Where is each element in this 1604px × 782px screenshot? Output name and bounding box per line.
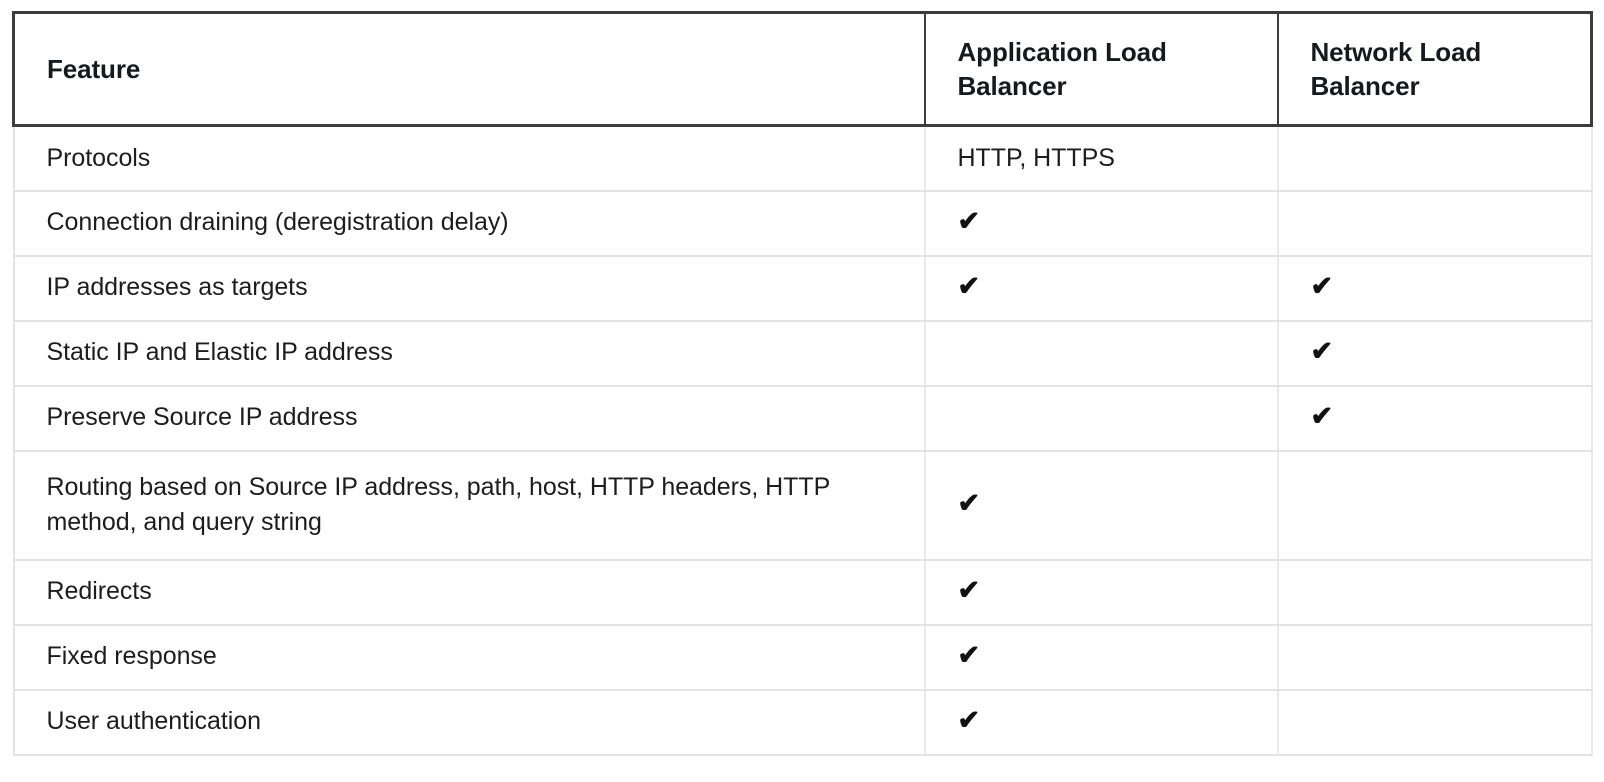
cell-application-load-balancer-text: HTTP, HTTPS <box>957 143 1115 172</box>
table-row: Protocols HTTP, HTTPS <box>12 125 1593 192</box>
cell-feature: Routing based on Source IP address, path… <box>12 450 926 561</box>
cell-network-load-balancer <box>1277 190 1593 257</box>
check-icon: ✔ <box>1310 401 1334 432</box>
cell-network-load-balancer <box>1277 125 1593 192</box>
table-row: IP addresses as targets ✔ ✔ <box>12 255 1593 322</box>
column-header-feature: Feature <box>12 11 926 127</box>
column-header-nlb-label: Network Load Balancer <box>1310 36 1482 101</box>
load-balancer-comparison-table: Feature Application Load Balancer Networ… <box>12 11 1593 756</box>
comparison-table-container: Feature Application Load Balancer Networ… <box>12 11 1593 756</box>
check-icon: ✔ <box>957 640 981 671</box>
cell-feature-text: IP addresses as targets <box>46 273 308 302</box>
check-icon: ✔ <box>1310 271 1334 302</box>
table-row: Routing based on Source IP address, path… <box>12 450 1593 561</box>
cell-feature: Protocols <box>12 125 926 192</box>
cell-feature-text: User authentication <box>46 707 262 736</box>
table-header-row: Feature Application Load Balancer Networ… <box>12 11 1593 127</box>
cell-feature: Redirects <box>12 559 926 626</box>
cell-feature: Preserve Source IP address <box>12 385 926 452</box>
cell-application-load-balancer <box>924 385 1279 452</box>
cell-feature-text: Static IP and Elastic IP address <box>46 338 393 367</box>
column-header-application-load-balancer: Application Load Balancer <box>924 11 1279 127</box>
cell-feature: IP addresses as targets <box>12 255 926 322</box>
check-icon: ✔ <box>957 206 981 237</box>
cell-application-load-balancer: ✔ <box>924 190 1279 257</box>
cell-feature: Connection draining (deregistration dela… <box>12 190 926 257</box>
cell-application-load-balancer: ✔ <box>924 450 1279 561</box>
check-icon: ✔ <box>957 705 981 736</box>
cell-network-load-balancer: ✔ <box>1277 385 1593 452</box>
cell-application-load-balancer: ✔ <box>924 624 1279 691</box>
cell-application-load-balancer: HTTP, HTTPS <box>924 125 1279 192</box>
cell-feature: User authentication <box>12 689 926 756</box>
cell-feature: Static IP and Elastic IP address <box>12 320 926 387</box>
cell-network-load-balancer <box>1277 450 1593 561</box>
cell-application-load-balancer: ✔ <box>924 255 1279 322</box>
table-row: Fixed response ✔ <box>12 624 1593 691</box>
cell-feature: Fixed response <box>12 624 926 691</box>
table-header: Feature Application Load Balancer Networ… <box>12 11 1593 127</box>
cell-network-load-balancer <box>1277 559 1593 626</box>
cell-application-load-balancer <box>924 320 1279 387</box>
cell-application-load-balancer: ✔ <box>924 559 1279 626</box>
cell-feature-text: Routing based on Source IP address, path… <box>46 472 830 537</box>
check-icon: ✔ <box>1310 336 1334 367</box>
column-header-network-load-balancer: Network Load Balancer <box>1277 11 1593 127</box>
check-icon: ✔ <box>957 488 981 519</box>
column-header-feature-label: Feature <box>47 53 141 84</box>
cell-network-load-balancer <box>1277 624 1593 691</box>
table-row: Redirects ✔ <box>12 559 1593 626</box>
cell-network-load-balancer <box>1277 689 1593 756</box>
cell-feature-text: Preserve Source IP address <box>46 403 358 432</box>
table-row: User authentication ✔ <box>12 689 1593 756</box>
table-row: Preserve Source IP address ✔ <box>12 385 1593 452</box>
table-body: Protocols HTTP, HTTPS Connection draining … <box>12 125 1593 756</box>
check-icon: ✔ <box>957 271 981 302</box>
cell-feature-text: Connection draining (deregistration dela… <box>46 208 509 237</box>
table-row: Connection draining (deregistration dela… <box>12 190 1593 257</box>
cell-network-load-balancer: ✔ <box>1277 320 1593 387</box>
cell-application-load-balancer: ✔ <box>924 689 1279 756</box>
cell-network-load-balancer: ✔ <box>1277 255 1593 322</box>
column-header-alb-label: Application Load Balancer <box>957 36 1167 101</box>
cell-feature-text: Redirects <box>46 577 152 606</box>
table-row: Static IP and Elastic IP address ✔ <box>12 320 1593 387</box>
cell-feature-text: Protocols <box>46 143 151 172</box>
cell-feature-text: Fixed response <box>46 642 217 671</box>
check-icon: ✔ <box>957 575 981 606</box>
